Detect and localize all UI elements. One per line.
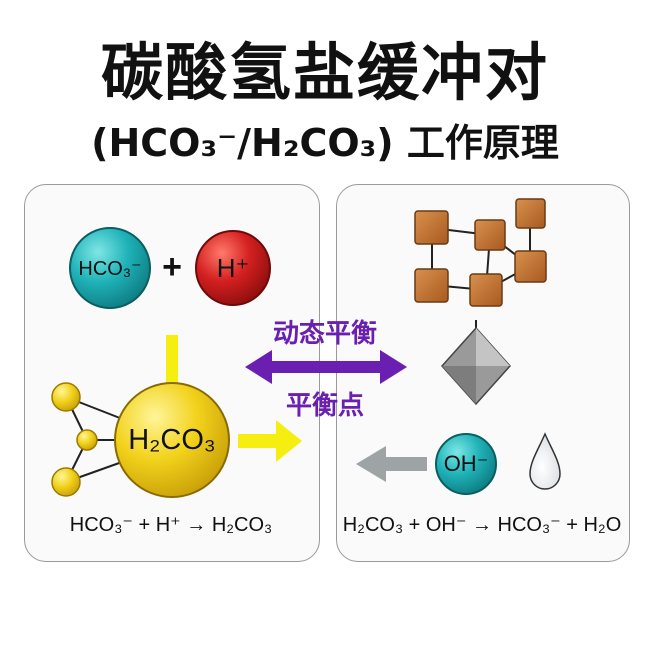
network-node — [515, 198, 546, 229]
bicarbonate-ion — [69, 227, 151, 309]
right-equation: H₂CO₃ + OH⁻ → HCO₃⁻ + H₂O — [342, 514, 622, 536]
hydroxide-label: OH⁻ — [443, 451, 489, 476]
network-node — [414, 268, 449, 303]
right-arrow-icon — [238, 420, 302, 462]
left-arrow-icon — [356, 446, 427, 482]
network-node — [414, 210, 449, 245]
equilibrium-point-label: 平衡点 — [285, 391, 364, 421]
bicarbonate-label: HCO₃⁻ — [78, 258, 142, 280]
plus-sign: + — [162, 248, 182, 286]
proton-ion — [195, 230, 271, 306]
atom-ball — [51, 382, 81, 412]
hydroxide-ion — [435, 433, 497, 495]
atom-ball — [76, 429, 98, 451]
page-subtitle: (HCO₃⁻/H₂CO₃) 工作原理 — [91, 121, 559, 165]
page-title: 碳酸氢盐缓冲对 — [100, 36, 549, 109]
network-node — [514, 250, 547, 283]
carbonic-acid-molecule — [114, 382, 230, 498]
network-node — [469, 273, 503, 307]
proton-label: H⁺ — [216, 253, 250, 283]
double-arrow-icon — [245, 350, 407, 384]
water-drop-icon — [529, 432, 561, 490]
atom-ball — [51, 467, 81, 497]
left-equation: HCO₃⁻ + H⁺ → H₂CO₃ — [69, 514, 273, 536]
diamond-crystal-icon — [440, 326, 512, 406]
network-node — [474, 219, 506, 251]
dynamic-equilibrium-label: 动态平衡 — [272, 319, 377, 349]
carbonic-acid-label: H₂CO₃ — [128, 424, 216, 456]
